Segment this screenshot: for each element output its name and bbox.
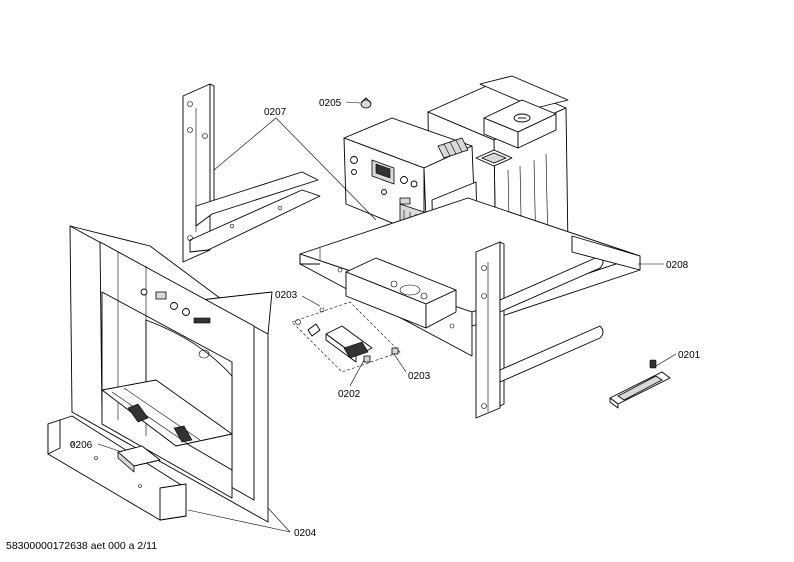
callout-0203-upper: 0203	[275, 290, 298, 301]
part-0201-rail	[609, 359, 671, 409]
callout-0205: 0205	[319, 98, 342, 109]
document-id: 58300000172638 aet 000 a 2/11	[6, 540, 158, 552]
part-0207-bracket	[182, 83, 321, 263]
callout-0207: 0207	[264, 107, 287, 118]
callout-0201: 0201	[678, 350, 701, 361]
callout-0208: 0208	[666, 260, 689, 271]
part-0202-module	[291, 301, 401, 373]
callout-labels: 0207 0205 0208 0203 0203 0202 0201 0206 …	[70, 98, 701, 539]
callout-0204: 0204	[294, 528, 317, 539]
leader-lines	[97, 101, 677, 533]
callout-0203-lower: 0203	[408, 371, 431, 382]
part-0208-right-bracket	[475, 235, 641, 419]
callout-0206: 0206	[70, 440, 93, 451]
callout-0202: 0202	[338, 389, 361, 400]
part-0205-knob	[360, 97, 372, 109]
part-0204-front-frame	[69, 225, 273, 523]
part-0206-trim	[47, 415, 187, 521]
